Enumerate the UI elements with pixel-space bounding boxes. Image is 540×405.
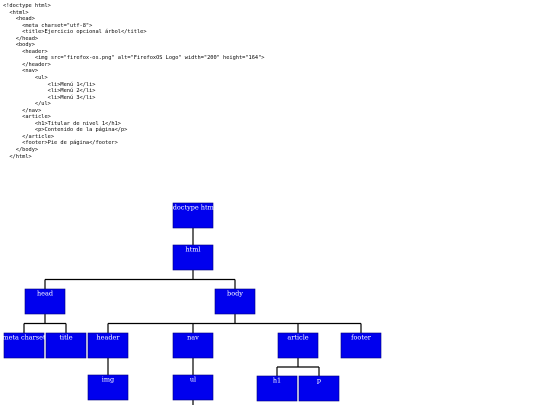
node-label: title: [59, 334, 72, 342]
html-source-code: <!doctype html> <html> <head> <meta char…: [3, 3, 265, 160]
node-box: [87, 374, 129, 401]
node-label: img: [102, 376, 114, 384]
node-html: html: [172, 244, 214, 271]
code-line: <body>: [3, 42, 35, 49]
node-label: html: [185, 246, 200, 254]
node-nav: nav: [172, 332, 214, 359]
code-line: </html>: [3, 153, 32, 160]
code-line: <ul>: [3, 75, 48, 82]
code-line: </nav>: [3, 107, 42, 114]
code-line: <p>Contenido de la página</p>: [3, 127, 128, 134]
code-line: </head>: [3, 35, 39, 42]
code-line: <h1>Titular de nivel 1</h1>: [3, 120, 121, 127]
node-footer: footer: [340, 332, 382, 359]
node-box: [45, 332, 87, 359]
edge-head: [23, 314, 67, 333]
node-label: meta charset: [2, 334, 46, 342]
code-line: </ul>: [3, 101, 51, 108]
code-line: <nav>: [3, 68, 39, 75]
node-title: title: [45, 332, 87, 359]
code-line: <article>: [3, 114, 51, 121]
code-line: <img src="firefox-os.png" alt="FirefoxOS…: [3, 55, 265, 62]
edge-body: [107, 314, 362, 333]
node-label: body: [227, 290, 243, 298]
node-doctype: !doctype html: [170, 202, 216, 229]
code-line: <header>: [3, 48, 48, 55]
node-label: footer: [351, 334, 372, 342]
node-box: [172, 244, 214, 271]
node-box: [3, 332, 45, 359]
node-label: h1: [273, 377, 281, 385]
edge-html: [44, 270, 236, 289]
node-img: img: [87, 374, 129, 401]
node-label: nav: [187, 334, 199, 342]
node-ul: ul: [172, 374, 214, 401]
node-head: head: [24, 288, 66, 315]
node-label: p: [317, 377, 321, 385]
code-line: <html>: [3, 9, 29, 16]
node-label: ul: [190, 376, 196, 384]
code-line: <li>Menú 1</li>: [3, 81, 96, 88]
code-line: <li>Menú 3</li>: [3, 94, 96, 101]
code-line: </header>: [3, 61, 51, 68]
node-p: p: [298, 375, 340, 402]
code-line: <head>: [3, 16, 35, 23]
node-header: header: [87, 332, 129, 359]
code-line: <title>Ejercicio opcional árbol</title>: [3, 29, 147, 36]
node-label: head: [37, 290, 53, 298]
node-label: article: [287, 334, 308, 342]
node-body: body: [214, 288, 256, 315]
node-article: article: [277, 332, 319, 359]
node-box: [298, 375, 340, 402]
node-box: [24, 288, 66, 315]
node-box: [172, 332, 214, 359]
node-box: [172, 202, 214, 229]
node-box: [214, 288, 256, 315]
node-box: [87, 332, 129, 359]
node-meta: meta charset: [2, 332, 46, 359]
node-box: [256, 375, 298, 402]
node-h1: h1: [256, 375, 298, 402]
node-box: [340, 332, 382, 359]
code-line: <!doctype html>: [3, 3, 51, 9]
node-label: header: [96, 334, 120, 342]
code-line: <footer>Pie de página</footer>: [3, 140, 118, 147]
node-label: !doctype html: [170, 204, 216, 212]
code-line: </article>: [3, 133, 55, 140]
node-box: [172, 374, 214, 401]
edge-article: [276, 358, 320, 376]
code-line: </body>: [3, 147, 39, 154]
code-line: <li>Menú 2</li>: [3, 88, 96, 95]
node-box: [277, 332, 319, 359]
code-line: <meta charset="utf-8">: [3, 22, 93, 29]
